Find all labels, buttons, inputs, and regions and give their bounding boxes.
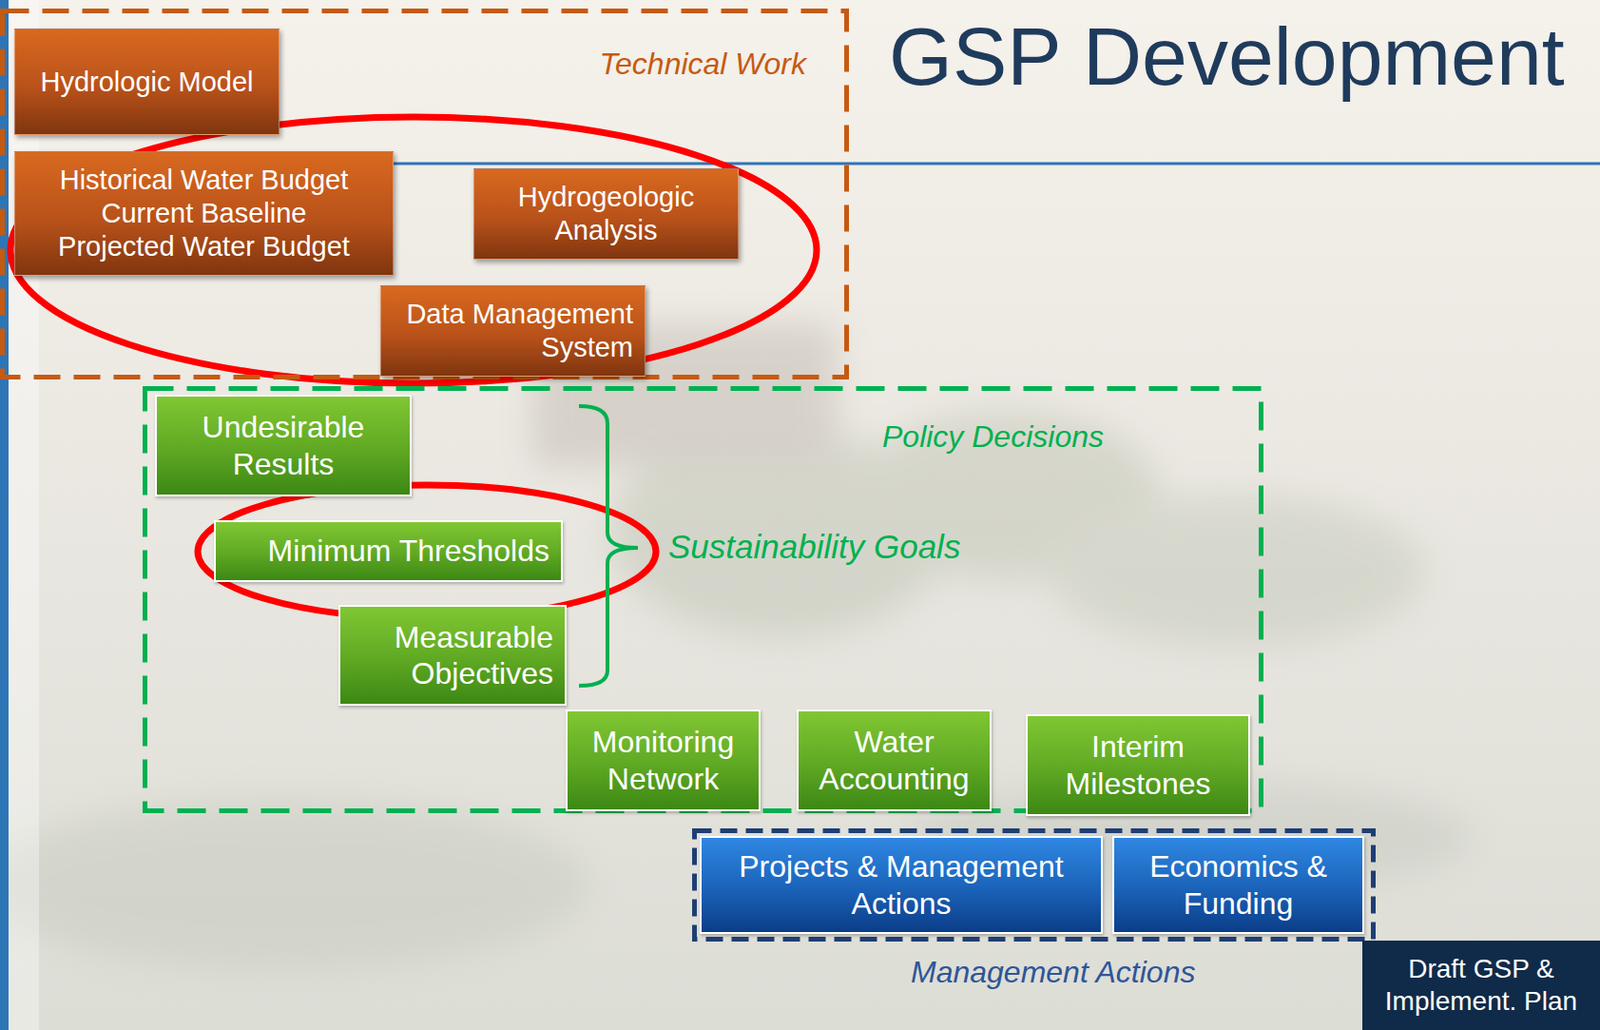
label-holder: Technical Work	[598, 45, 807, 82]
dashed-border	[145, 388, 1262, 811]
process-box: Measurable Objectives	[338, 604, 567, 706]
tree-shape	[1045, 494, 1427, 647]
dashed-border	[2, 11, 848, 378]
dashed-border	[694, 830, 1374, 940]
field-shape	[0, 798, 590, 970]
box-label: Undesirable Results	[183, 408, 384, 482]
label-holder: Sustainability Goals	[668, 526, 961, 567]
highlight-ellipse	[197, 484, 656, 618]
group-region: Management ActionsProjects & Management …	[692, 828, 1376, 942]
box-label: Projects & Management Actions	[720, 848, 1082, 922]
box-label: Measurable Objectives	[353, 618, 554, 693]
process-box: Minimum Thresholds	[213, 520, 563, 582]
process-box: Projects & Management Actions	[699, 835, 1103, 934]
box-label: Water Accounting	[810, 723, 978, 797]
faded-landscape	[0, 323, 1474, 970]
box-label: Economics & Funding	[1134, 848, 1344, 922]
process-box: Interim Milestones	[1025, 713, 1251, 816]
curly-bracket	[578, 405, 638, 686]
box-label: Interim Milestones	[1042, 728, 1234, 802]
group-region: Technical WorkHydrologic ModelHistorical…	[0, 8, 849, 380]
group-label: Technical Work	[598, 45, 807, 82]
box-label: Monitoring Network	[579, 723, 747, 797]
box-label: Hydrogeologic Analysis	[497, 180, 716, 248]
group-region: Policy Decisions Undesirable ResultsMinim…	[142, 385, 1264, 813]
process-box: Draft GSP & Implement. Plan	[1362, 940, 1600, 1030]
title-holder: GSP Development	[888, 9, 1565, 104]
process-box: Historical Water Budget Current Baseline…	[14, 151, 394, 276]
label-holder: Management Actions	[910, 953, 1196, 990]
process-box: Economics & Funding	[1112, 835, 1365, 934]
process-box: Data Management System	[380, 285, 646, 377]
box-label: Minimum Thresholds	[268, 532, 550, 569]
process-box: Undesirable Results	[154, 394, 412, 497]
title-rule	[392, 162, 1600, 166]
box-label: Historical Water Budget Current Baseline…	[52, 163, 357, 263]
box-label: Hydrologic Model	[39, 65, 253, 99]
process-box: Hydrologic Model	[14, 28, 280, 135]
box-label: Data Management System	[400, 297, 634, 365]
group-label: Policy Decisions	[882, 418, 1104, 455]
process-box: Hydrogeologic Analysis	[473, 168, 739, 260]
process-box: Water Accounting	[796, 709, 992, 811]
page-title: GSP Development	[888, 9, 1565, 104]
label-holder: Policy Decisions	[882, 418, 1104, 455]
annotation-label: Sustainability Goals	[668, 526, 961, 567]
box-label: Draft GSP & Implement. Plan	[1376, 952, 1586, 1017]
highlight-ellipse	[10, 116, 817, 384]
process-box: Monitoring Network	[565, 709, 761, 811]
group-label: Management Actions	[910, 953, 1196, 990]
